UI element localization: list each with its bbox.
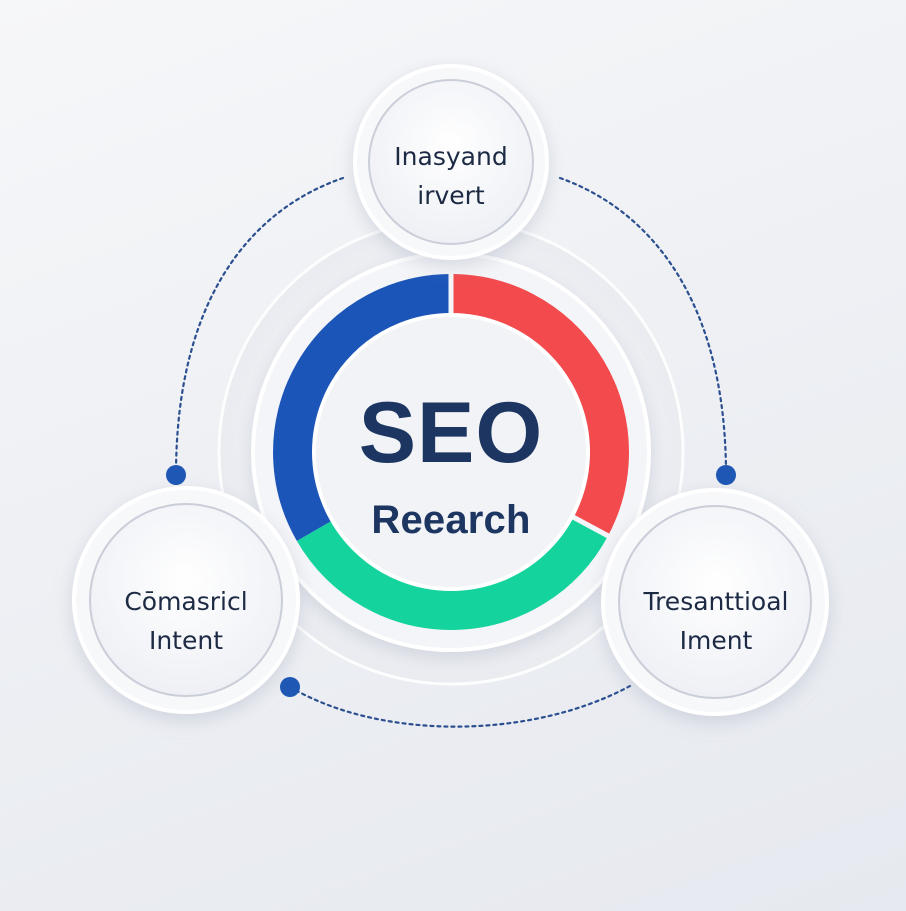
node-left-line2: Intent	[148, 625, 224, 655]
node-top-line2: irvert	[417, 180, 485, 210]
connector-top-left	[174, 176, 345, 477]
node-top-line1: Inasyand	[394, 142, 508, 171]
connector-lines	[174, 176, 728, 728]
seo-ring	[273, 274, 629, 630]
ring-segment-green	[296, 516, 609, 630]
connector-top-right	[558, 176, 728, 477]
center-title: SEO	[358, 385, 544, 481]
dot-right	[716, 465, 736, 485]
node-top-circle	[353, 64, 549, 260]
node-left-line1: Cōmasricl	[124, 587, 248, 616]
connector-dots	[166, 465, 736, 697]
node-left-label: Cōmasricl Intent	[86, 583, 286, 661]
center-disc	[312, 313, 590, 591]
node-top-label: Inasyand irvert	[361, 138, 541, 216]
connector-bottom	[288, 684, 632, 728]
node-right-line2: Iment	[679, 625, 753, 655]
dot-bottom	[280, 677, 300, 697]
center-subtitle: Reearch	[371, 498, 531, 542]
node-right-circle	[601, 488, 829, 716]
node-left-circle	[72, 486, 300, 714]
ring-segment-red	[450, 274, 629, 536]
dot-left	[166, 465, 186, 485]
ring-segment-blue	[273, 274, 452, 541]
node-right-line1: Tresanttioal	[643, 587, 789, 616]
node-right-label: Tresanttioal Iment	[616, 583, 816, 661]
